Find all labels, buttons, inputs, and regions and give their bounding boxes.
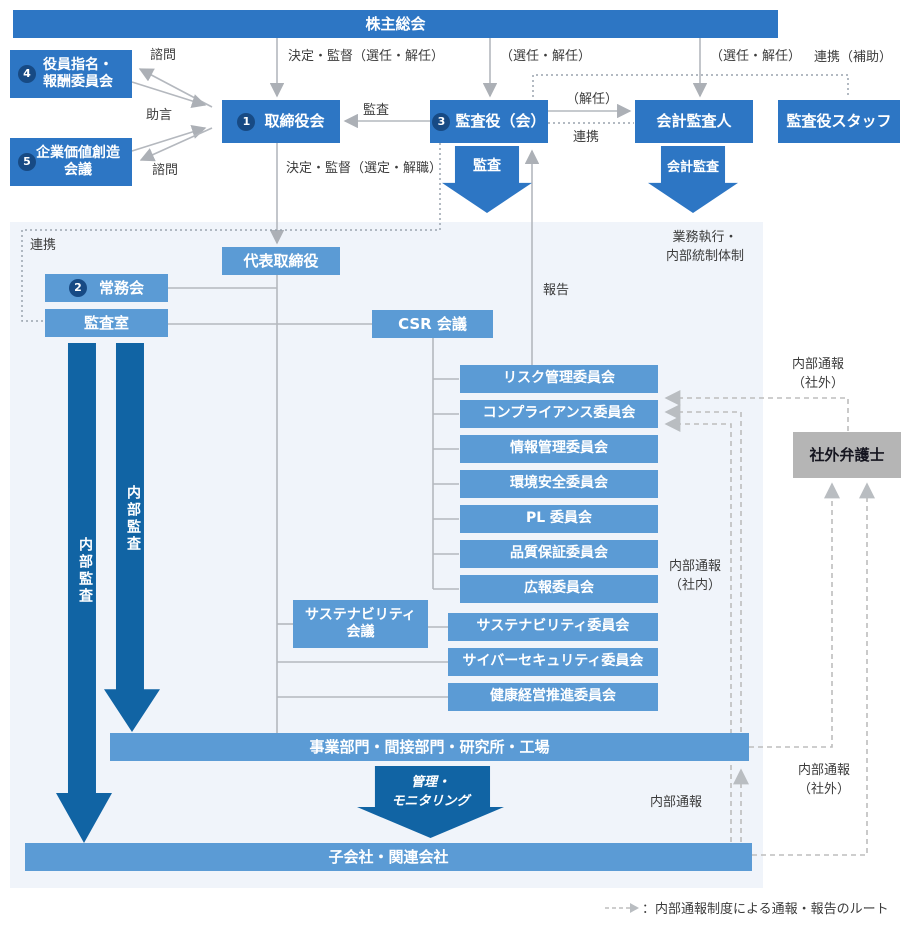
badge-5: 5: [18, 153, 36, 171]
label-whistleblowing-plain: 内部通報: [650, 795, 703, 810]
label-cooperation-mid: 連携: [573, 130, 600, 145]
shareholders-meeting-label: 株主総会: [365, 14, 426, 33]
internal-audit-left-label: 内部監査: [77, 537, 93, 605]
accounting-auditor: 会計監査人: [635, 100, 753, 143]
label-dismiss: （解任）: [566, 92, 619, 107]
committee-sustainability: サステナビリティ委員会: [448, 613, 658, 641]
legend: ：内部通報制度による通報・報告のルート: [604, 898, 889, 917]
label-consult-top: 諮問: [150, 48, 177, 63]
committee-quality-assurance: 品質保証委員会: [460, 540, 658, 568]
label-advice: 助言: [146, 108, 173, 123]
committee-information-management: 情報管理委員会: [460, 435, 658, 463]
badge-2: 2: [68, 279, 87, 297]
audit-office: 監査室: [45, 309, 168, 337]
subsidiaries-label: 子会社・関連会社: [328, 847, 449, 866]
accounting-audit-down-arrow: 会計監査: [648, 146, 738, 213]
legend-dashed-arrow-icon: [605, 902, 639, 913]
executive-committee: 2 常務会: [45, 274, 168, 302]
label-decide-supervise-appoint: 決定・監督（選任・解任）: [288, 49, 445, 64]
external-lawyer: 社外弁護士: [793, 432, 901, 478]
committee-environment-safety: 環境安全委員会: [460, 470, 658, 498]
audit-down-arrow: 監査: [442, 146, 532, 213]
nomination-remuneration-label: 役員指名・ 報酬委員会: [43, 56, 113, 91]
label-cooperation-assist: 連携（補助）: [814, 50, 893, 65]
committee-health-management: 健康経営推進委員会: [448, 683, 658, 711]
board-of-directors: 1 取締役会: [222, 100, 340, 143]
nomination-remuneration-committee: 4 役員指名・ 報酬委員会: [10, 50, 132, 98]
board-of-directors-label: 取締役会: [264, 112, 325, 131]
label-decide-supervise-select: 決定・監督（選定・解職）: [286, 161, 443, 176]
label-whistleblowing-external-bottom: 内部通報 （社外）: [797, 763, 850, 797]
committee-public-relations: 広報委員会: [460, 575, 658, 603]
badge-1: 1: [237, 112, 256, 131]
audit-staff: 監査役スタッフ: [778, 100, 900, 143]
corporate-value-creation-label: 企業価値創造 会議: [36, 144, 120, 179]
committee-cyber-security: サイバーセキュリティ委員会: [448, 648, 658, 676]
label-report: 報告: [543, 283, 570, 298]
sustainability-meeting: サステナビリティ 会議: [293, 600, 428, 648]
accounting-auditor-label: 会計監査人: [656, 112, 732, 131]
representative-director-label: 代表取締役: [243, 251, 319, 270]
label-execution-internal-control: 業務執行・ 内部統制体制: [665, 230, 744, 264]
committee-risk-management: リスク管理委員会: [460, 365, 658, 393]
subsidiaries-bar: 子会社・関連会社: [25, 843, 752, 871]
external-lawyer-label: 社外弁護士: [809, 445, 885, 464]
representative-director: 代表取締役: [222, 247, 340, 275]
label-cooperation-left: 連携: [30, 238, 57, 253]
audit-staff-label: 監査役スタッフ: [786, 112, 892, 131]
legend-text: ：内部通報制度による通報・報告のルート: [642, 902, 889, 917]
label-appoint-dismiss-accounting: （選任・解任）: [710, 49, 802, 64]
label-whistleblowing-external-top: 内部通報 （社外）: [791, 357, 844, 391]
sustainability-meeting-label: サステナビリティ 会議: [305, 606, 416, 641]
label-audit-between: 監査: [363, 103, 390, 118]
csr-meeting: CSR 会議: [372, 310, 493, 338]
badge-4: 4: [18, 65, 36, 83]
audit-supervisory-board-label: 監査役（会）: [455, 112, 546, 131]
csr-meeting-label: CSR 会議: [398, 314, 467, 333]
internal-audit-right-label: 内部監査: [125, 485, 141, 553]
shareholders-meeting-bar: 株主総会: [13, 10, 778, 38]
corporate-value-creation-meeting: 5 企業価値創造 会議: [10, 138, 132, 186]
audit-supervisory-board: 3 監査役（会）: [430, 100, 548, 143]
label-whistleblowing-internal: 内部通報 （社内）: [668, 559, 721, 593]
audit-office-label: 監査室: [83, 313, 129, 332]
executive-committee-label: 常務会: [98, 278, 144, 297]
label-consult-bottom: 諮問: [152, 163, 179, 178]
business-divisions-label: 事業部門・間接部門・研究所・工場: [309, 737, 550, 756]
committee-compliance: コンプライアンス委員会: [460, 400, 658, 428]
badge-3: 3: [432, 112, 451, 131]
business-divisions-bar: 事業部門・間接部門・研究所・工場: [110, 733, 749, 761]
label-appoint-dismiss-auditors: （選任・解任）: [500, 49, 592, 64]
committee-pl: PL 委員会: [460, 505, 658, 533]
